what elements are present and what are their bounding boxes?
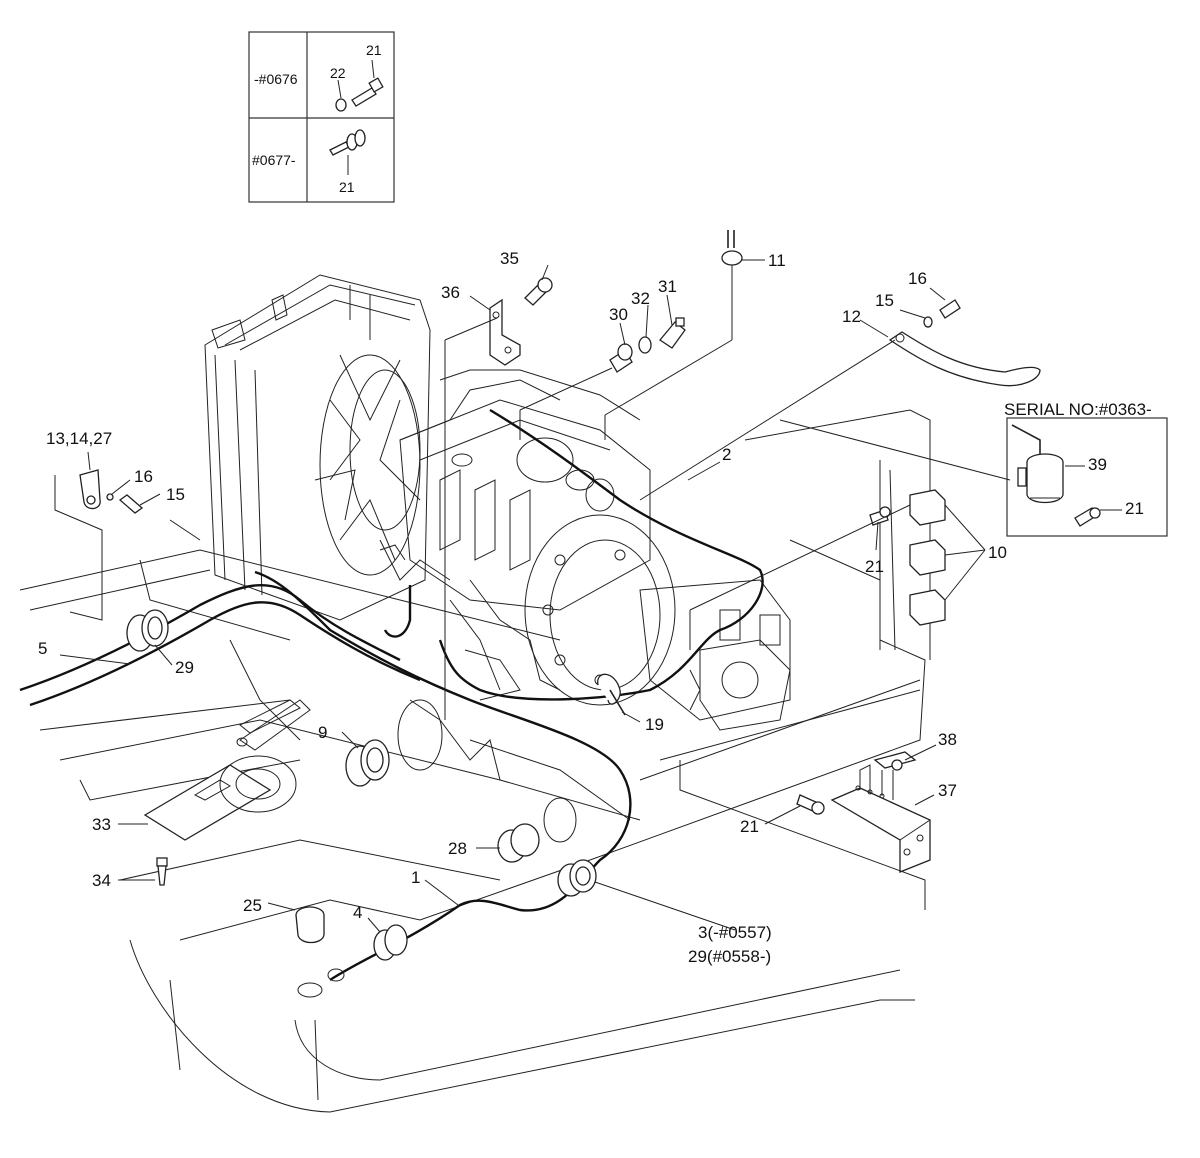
callout-5: 5 [38, 639, 47, 658]
callout-34: 34 [92, 871, 111, 890]
fan [314, 354, 421, 576]
clamp-19 [597, 673, 626, 716]
bolt-icon [329, 129, 366, 175]
inset-label-21a: 21 [366, 42, 382, 58]
component-39-icon [1011, 424, 1064, 504]
harness-2 [438, 408, 764, 701]
clamp-13 [54, 469, 103, 621]
bracket-36 [444, 298, 521, 720]
callout-31: 31 [658, 277, 677, 296]
bolt-34 [156, 857, 168, 886]
grommet-29-right [557, 859, 597, 897]
grommet-25 [295, 906, 345, 998]
bolt-15 [106, 493, 144, 514]
callout-16-top: 16 [908, 269, 927, 288]
bolt-icon [335, 59, 384, 112]
ground-strap-12 [639, 331, 1041, 501]
harness-1 [19, 570, 632, 981]
serial-inset-table: -#0676 #0677- 21 22 21 [248, 31, 395, 203]
serial-box: SERIAL NO:#0363- 39 21 [779, 400, 1168, 537]
grommet-29-left [126, 609, 169, 652]
bolt-21-serial [1074, 507, 1101, 527]
callout-38: 38 [938, 730, 957, 749]
callout-28: 28 [448, 839, 467, 858]
callout-2: 2 [722, 445, 731, 464]
callout-labels: 1 2 3(-#0557) 29(#0558-) 4 5 9 10 11 12 … [38, 249, 1007, 966]
label-39: 39 [1088, 455, 1107, 474]
callout-15-top: 15 [875, 291, 894, 310]
callout-10: 10 [988, 543, 1007, 562]
callout-3: 3(-#0557) [698, 923, 772, 942]
relay-10 [909, 489, 986, 626]
callout-35: 35 [500, 249, 519, 268]
machine-frame [19, 409, 931, 1113]
switch-11 [604, 230, 743, 440]
plate-33 [143, 737, 272, 841]
bracket-37 [830, 764, 931, 873]
serial-box-title: SERIAL NO:#0363- [1004, 400, 1152, 419]
callout-25: 25 [243, 896, 262, 915]
grommet-28 [497, 823, 540, 863]
callout-15-left: 15 [166, 485, 185, 504]
hydraulic-pump [639, 579, 791, 731]
callout-16-left: 16 [134, 467, 153, 486]
callout-32: 32 [631, 289, 650, 308]
leader-lines [59, 259, 946, 933]
bolt-16-top [923, 299, 961, 328]
inset-serial-1: -#0676 [254, 71, 298, 87]
sensor-35 [524, 277, 553, 306]
label-21-serial: 21 [1125, 499, 1144, 518]
callout-37: 37 [938, 781, 957, 800]
callout-19: 19 [645, 715, 664, 734]
callout-33: 33 [92, 815, 111, 834]
engine [379, 369, 676, 706]
bolt-21-relay [869, 506, 891, 526]
sensor-31 [659, 317, 686, 349]
radiator [204, 274, 431, 621]
bolt-21-bracket [796, 794, 825, 815]
inset-serial-2: #0677- [252, 152, 296, 168]
callout-21-bracket: 21 [740, 817, 759, 836]
callout-9: 9 [318, 723, 327, 742]
grommet-cover-plate [239, 699, 301, 734]
callout-29b: 29(#0558-) [688, 947, 771, 966]
callout-29-left: 29 [175, 658, 194, 677]
inset-label-21b: 21 [339, 179, 355, 195]
callout-4: 4 [353, 903, 362, 922]
inset-label-22: 22 [330, 65, 346, 81]
harness-engine-branch [383, 585, 412, 638]
flange [219, 755, 297, 813]
callout-13-14-27: 13,14,27 [46, 429, 112, 448]
callout-30: 30 [609, 305, 628, 324]
terminal-38 [873, 751, 917, 771]
grommet-4 [373, 924, 408, 961]
callout-21-relay: 21 [865, 557, 884, 576]
callout-1: 1 [411, 868, 420, 887]
grommet-9 [345, 739, 390, 787]
callout-12: 12 [842, 307, 861, 326]
callout-36: 36 [441, 283, 460, 302]
callout-11: 11 [768, 251, 786, 270]
washer-32 [638, 336, 652, 354]
